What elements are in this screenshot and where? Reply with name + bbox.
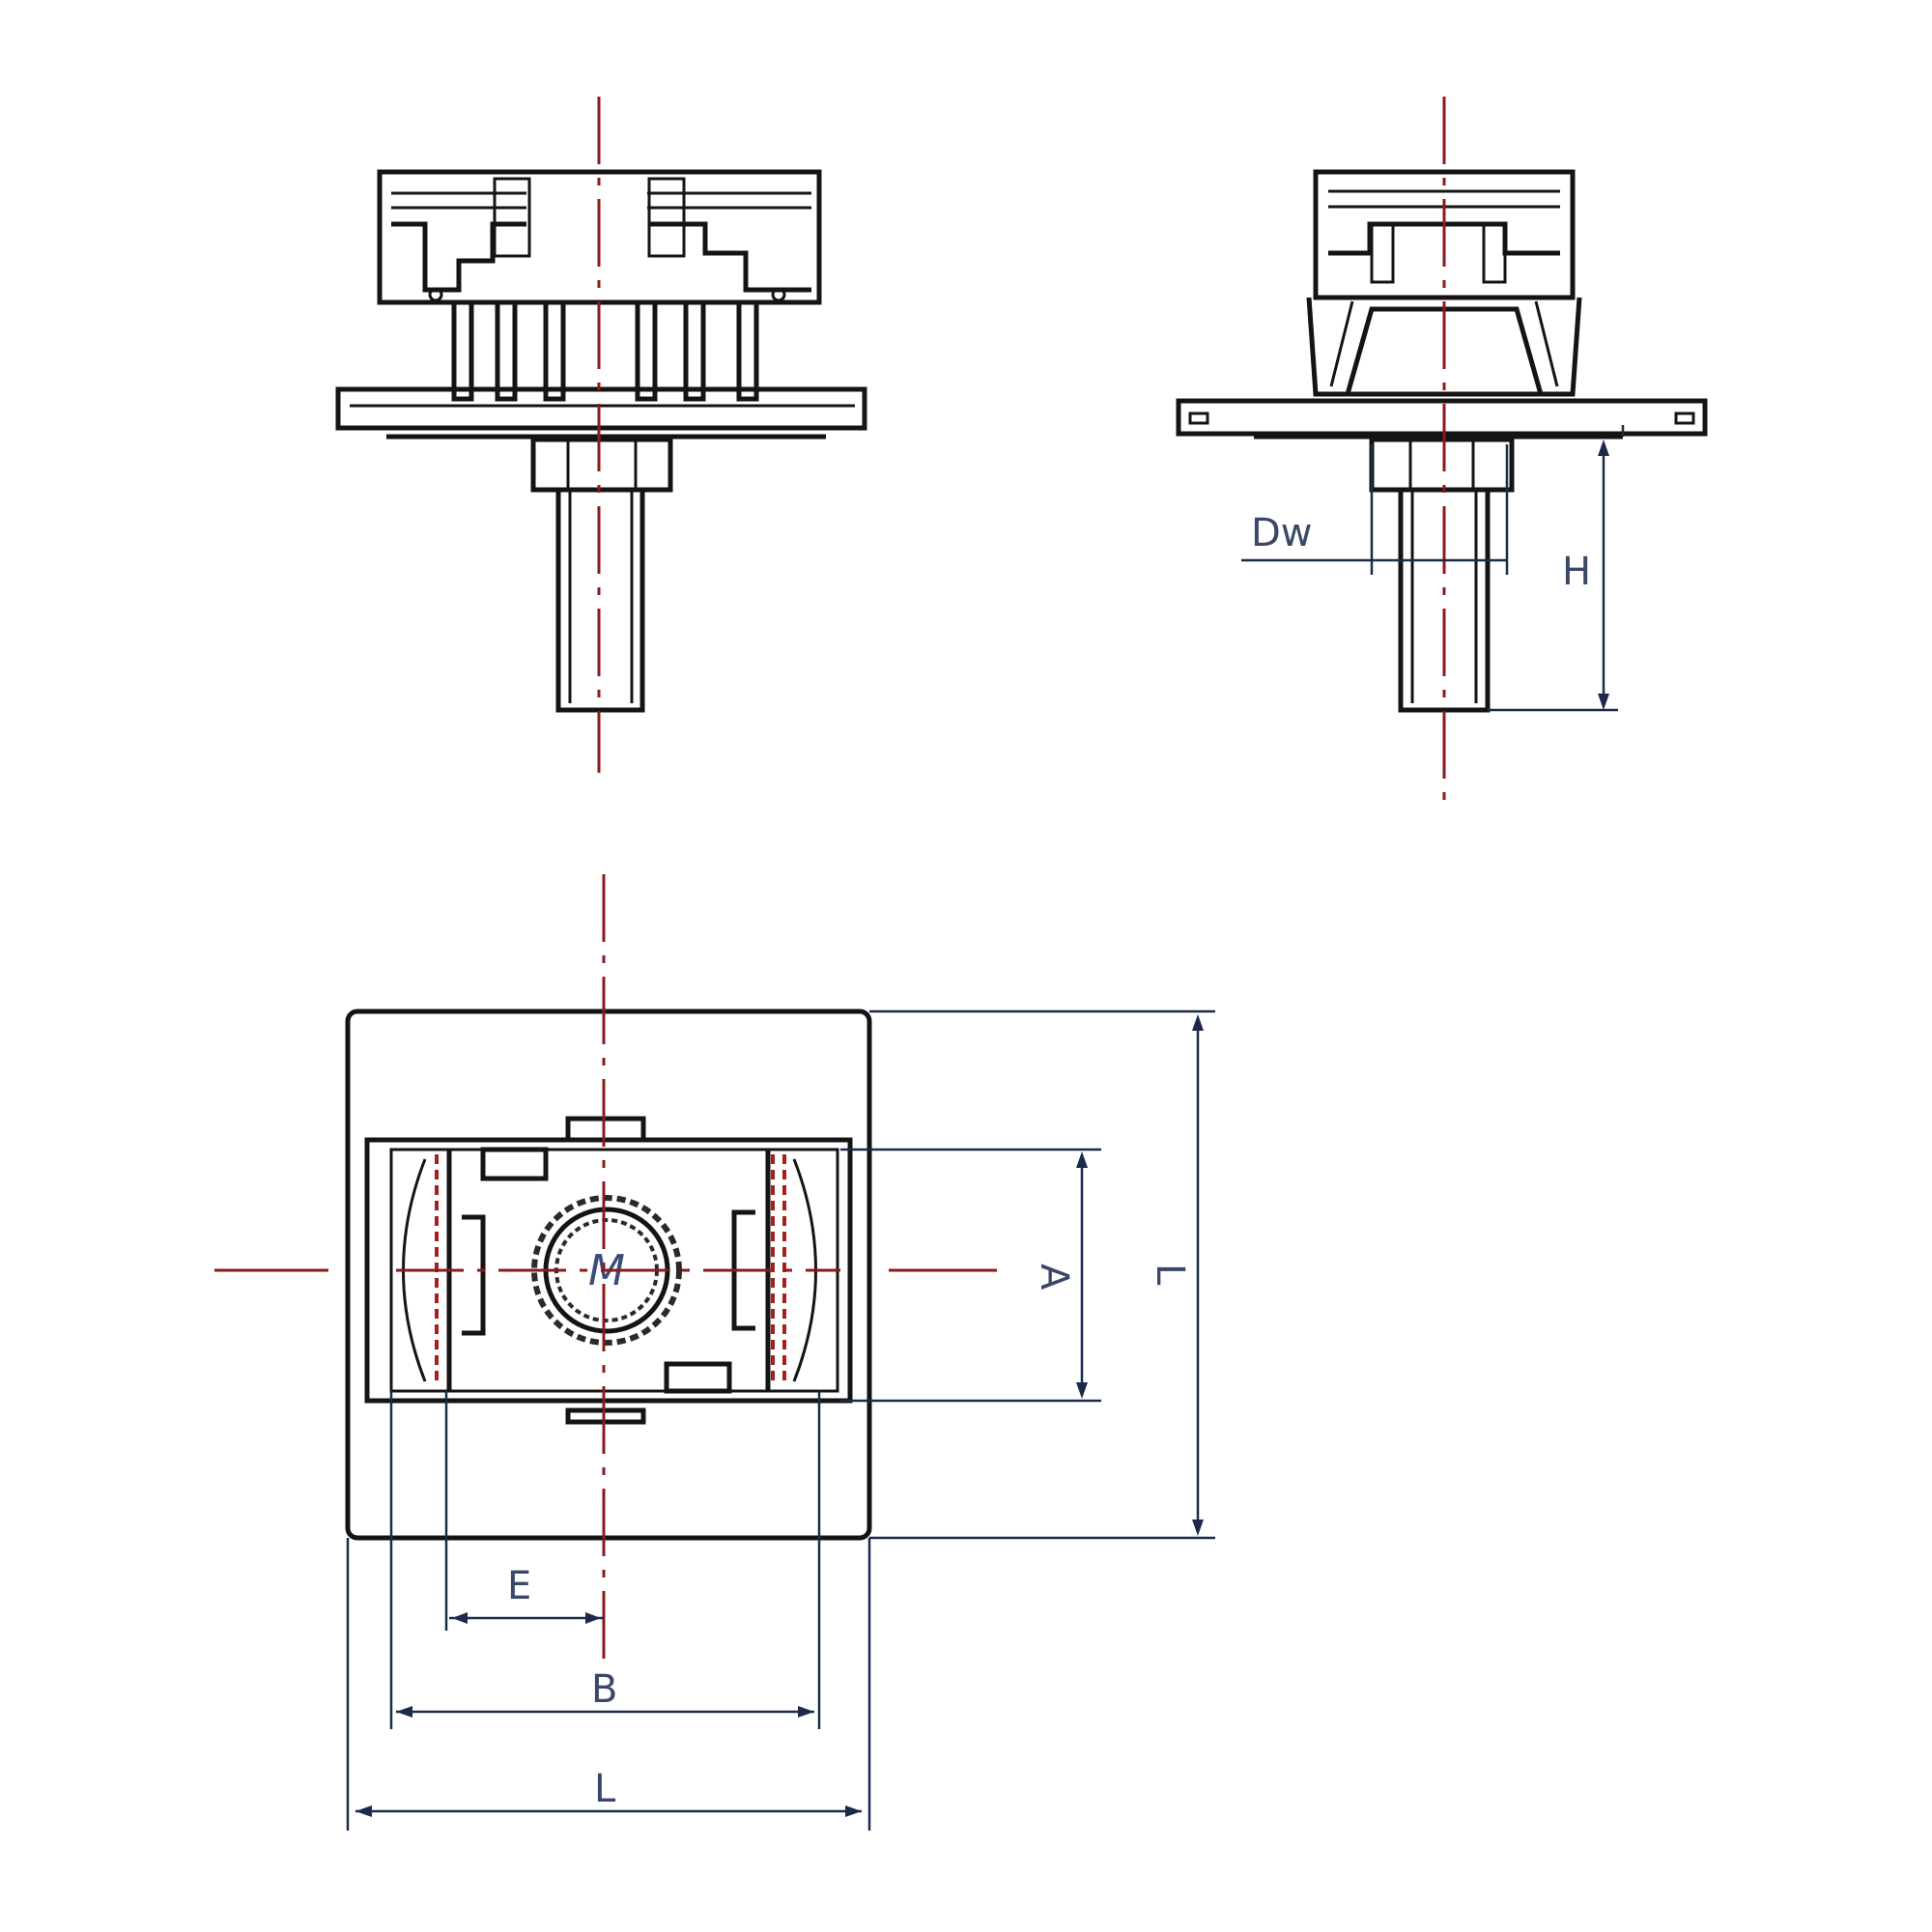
side-base-slot-left [1188,412,1209,425]
side-slot [1370,222,1395,284]
front-post [495,299,518,402]
side-base-slot-right [1674,412,1695,425]
side-inner-pocket [1328,221,1560,256]
front-view [335,169,867,713]
top-tab-upper [565,1116,646,1143]
dim-h: H [1488,425,1625,712]
front-small-hole-left [428,287,443,302]
side-shaft [1398,490,1491,713]
front-post [683,299,706,402]
dim-e-label: E [507,1564,531,1608]
dim-h-label: H [1562,550,1591,594]
dim-e: E [444,1391,604,1631]
dim-b: B [389,1391,821,1729]
top-outer-plate [345,1009,872,1541]
top-view: M [345,1009,872,1541]
side-tapered-inner [1329,300,1559,387]
side-hex-nut [1369,437,1515,493]
dim-a-label: A [1032,1264,1076,1291]
side-tapered-body [1306,297,1582,397]
dimensions: Dw H A L [346,425,1625,1831]
front-inner-pocket-right [649,221,811,293]
front-slot-right [647,177,686,258]
top-tab-lower [565,1407,646,1425]
side-base-plate [1176,398,1708,437]
front-post [543,299,566,402]
dim-l-horizontal-label: L [594,1767,616,1811]
dim-a: A [840,1148,1101,1403]
side-slot [1482,222,1507,284]
front-slot-left [493,177,531,258]
dim-b-label: B [591,1667,617,1712]
dim-dw: Dw [1241,444,1509,575]
front-post [736,299,759,402]
front-small-hole-right [771,287,786,302]
dim-l-vertical-label: L [1148,1264,1192,1286]
top-notch-lower [664,1361,732,1394]
centerlines [214,97,1446,1662]
front-hex-nut [530,437,673,493]
dim-l-horizontal: L [346,1538,871,1831]
top-bearing-outer-ring [531,1195,682,1346]
side-upper-block [1313,169,1576,300]
dim-l-vertical: L [869,1009,1215,1540]
front-inner-pocket-left [391,221,526,293]
front-post [635,299,658,402]
side-view [1176,169,1708,713]
front-post [451,299,474,402]
dim-dw-label: Dw [1251,511,1313,555]
front-shaft [555,490,645,713]
top-notch-upper [480,1147,549,1181]
front-base-plate [335,386,867,431]
